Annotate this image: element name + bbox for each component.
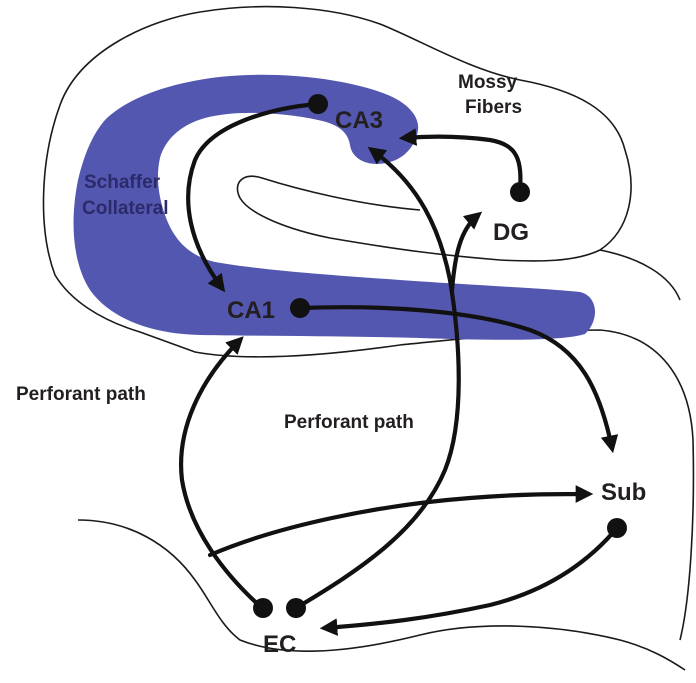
ca1-label: CA1: [227, 297, 275, 324]
right-boundary-outline: [600, 250, 680, 300]
schaffer-collateral-label-line2: Collateral: [82, 198, 169, 219]
ca1-origin-dot: [290, 298, 310, 318]
mossy-fibers-arrow: [404, 137, 520, 192]
perforant-path-to-sub-arrow: [210, 494, 588, 555]
ec-left-dot: [253, 598, 273, 618]
dg-origin-dot: [510, 182, 530, 202]
perforant-path-right-label: Perforant path: [284, 412, 414, 433]
perforant-path-to-dg-arrow: [452, 215, 478, 290]
perforant-path-to-ca1-arrow: [181, 340, 262, 608]
perforant-path-left-label: Perforant path: [16, 384, 146, 405]
schaffer-collateral-label-line1: Schaffer: [84, 172, 161, 193]
mossy-fibers-label-line1: Mossy: [458, 72, 518, 93]
ec-right-dot: [286, 598, 306, 618]
perforant-path-to-ca3-arrow: [296, 150, 459, 608]
sub-to-ec-arrow: [325, 528, 617, 628]
lower-tissue-outline: [78, 520, 685, 670]
sub-label: Sub: [601, 479, 646, 506]
dg-label: DG: [493, 219, 529, 246]
ec-label: EC: [263, 631, 296, 658]
sub-origin-dot: [607, 518, 627, 538]
ca3-origin-dot: [308, 94, 328, 114]
mossy-fibers-label-line2: Fibers: [465, 97, 522, 118]
ca3-label: CA3: [335, 107, 383, 134]
